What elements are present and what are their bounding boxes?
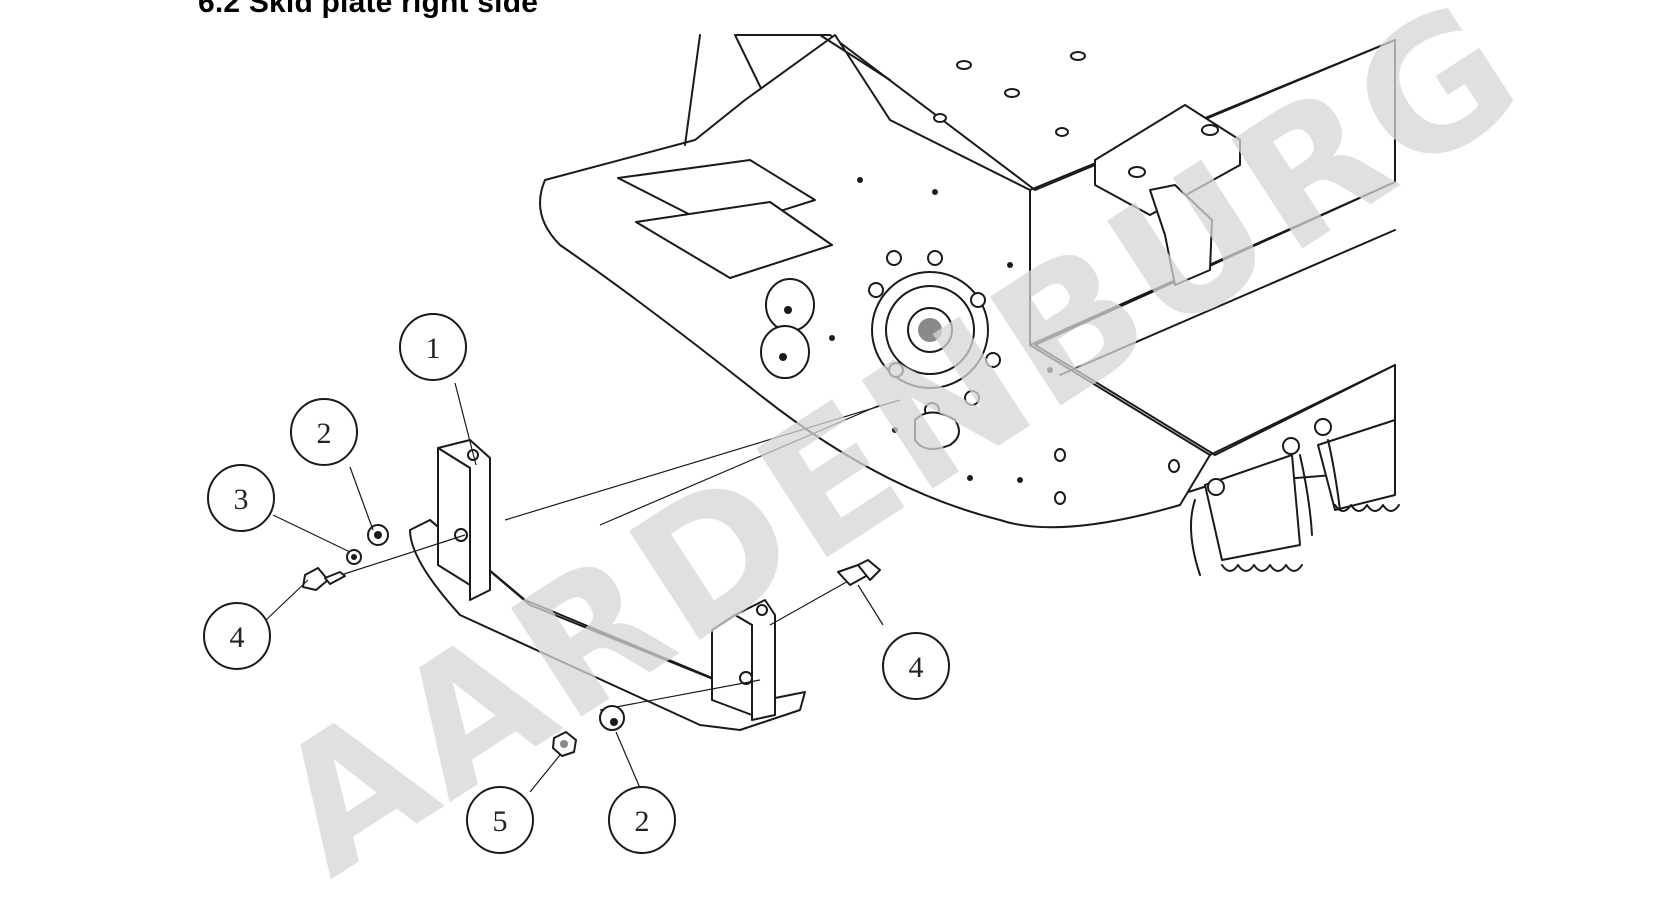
callouts: 1 2 3 4 4 5 2 bbox=[203, 313, 950, 854]
skid-plate bbox=[309, 439, 851, 731]
svg-text:2: 2 bbox=[635, 805, 650, 838]
svg-text:2: 2 bbox=[317, 417, 332, 450]
callout-5: 5 bbox=[466, 786, 534, 854]
washer-bottom bbox=[599, 705, 625, 731]
callout-1: 1 bbox=[399, 313, 467, 381]
svg-text:3: 3 bbox=[234, 483, 249, 516]
section-heading: 6.2 Skid plate right side bbox=[198, 0, 539, 19]
flange-bolts bbox=[868, 250, 1001, 418]
svg-text:4: 4 bbox=[909, 651, 924, 684]
mulcher-housing bbox=[504, 34, 1400, 576]
svg-text:4: 4 bbox=[230, 621, 245, 654]
bolt-left bbox=[302, 567, 346, 591]
svg-text:1: 1 bbox=[426, 332, 441, 365]
callout-4-right: 4 bbox=[882, 632, 950, 700]
bolt-right bbox=[837, 559, 881, 586]
svg-text:5: 5 bbox=[493, 805, 508, 838]
callout-2-lower: 2 bbox=[608, 786, 676, 854]
callout-2-upper: 2 bbox=[290, 398, 358, 466]
callout-3: 3 bbox=[207, 464, 275, 532]
callout-4-left: 4 bbox=[203, 602, 271, 670]
